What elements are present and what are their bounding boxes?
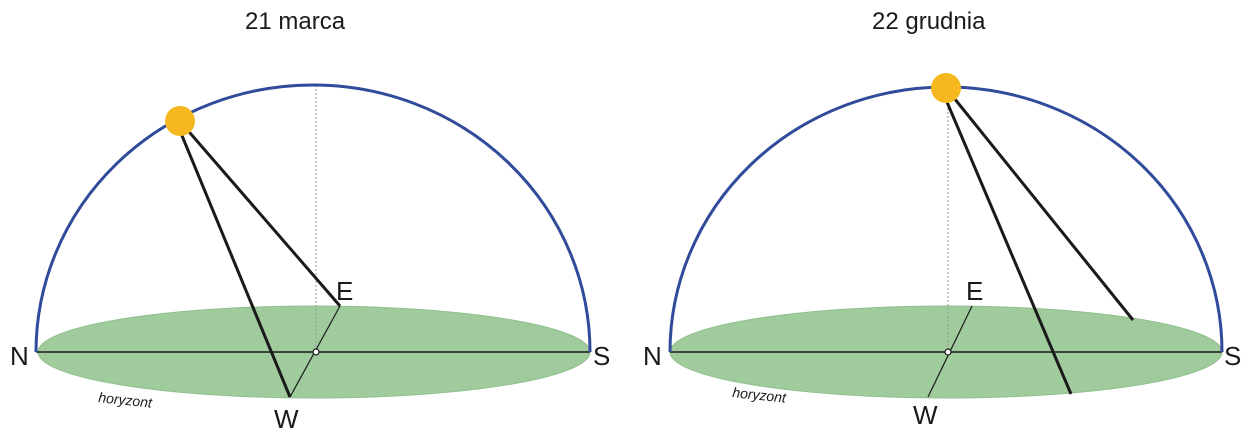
sun-path-to-southwest	[942, 94, 1073, 395]
diagram-december: N S E W horyzont	[643, 73, 1241, 430]
observer-point	[312, 348, 320, 356]
sun-path-to-east	[182, 125, 342, 307]
west-label: W	[913, 400, 938, 430]
sun-icon	[165, 106, 195, 136]
east-label: E	[336, 276, 353, 306]
east-label: E	[966, 276, 983, 306]
panel-title-march: 21 marca	[245, 8, 346, 35]
south-label: S	[1224, 341, 1241, 371]
diagram-march: N S E W horyzont	[10, 83, 610, 433]
north-label: N	[643, 341, 662, 371]
south-label: S	[593, 341, 610, 371]
west-label: W	[274, 404, 299, 433]
observer-point	[944, 348, 952, 356]
horizon-label: horyzont	[732, 384, 788, 406]
sun-icon	[931, 73, 961, 103]
horizon-label: horyzont	[98, 389, 154, 411]
north-label: N	[10, 341, 29, 371]
sun-path-to-west	[176, 125, 292, 398]
panel-title-december: 22 grudnia	[872, 8, 986, 35]
sky-arc	[34, 83, 592, 353]
sun-path-to-southeast	[948, 92, 1135, 321]
